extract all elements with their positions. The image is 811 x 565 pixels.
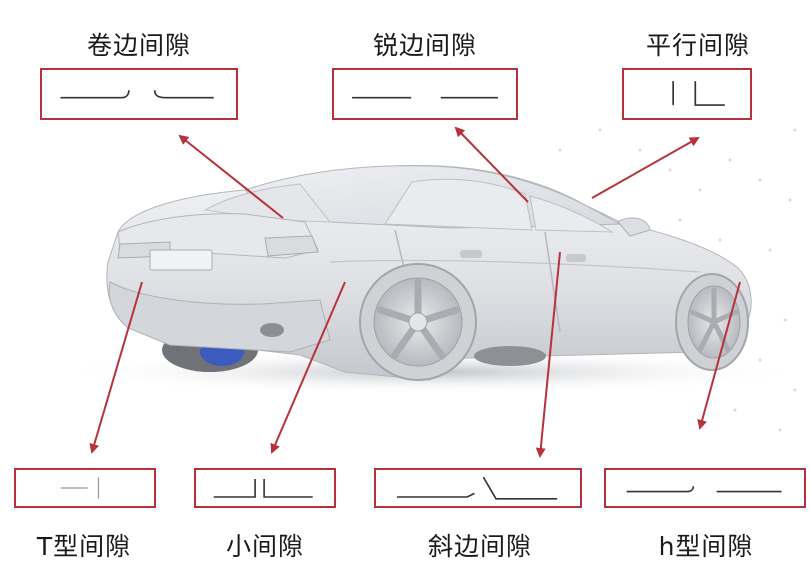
sharp-edge-gap-label: 锐边间隙 [372,31,478,60]
parallel-gap-label: 平行间隙 [645,31,751,60]
bevel-edge-gap-sample [374,468,582,508]
t-gap-label: T型间隙 [36,532,132,561]
t-gap-sample [14,468,156,508]
dot-pattern [558,128,797,432]
h-gap-sample [604,468,806,508]
small-gap-sample [194,468,336,508]
arrow-sharp-edge [454,126,529,203]
arrow-t-gap [89,281,143,454]
arrow-h-gap [697,281,741,430]
arrow-bevel-edge [535,251,561,458]
parallel-gap-sample [622,68,752,120]
rolled-edge-gap-sample [40,68,238,120]
small-gap-label: 小间隙 [225,532,305,561]
h-gap-label: h型间隙 [658,532,754,561]
arrow-small-gap [270,281,346,454]
arrow-parallel [591,137,700,199]
bevel-edge-gap-label: 斜边间隙 [427,532,533,561]
sharp-edge-gap-sample [332,68,518,120]
arrow-rolled-edge [178,134,284,219]
rolled-edge-gap-label: 卷边间隙 [86,31,192,60]
